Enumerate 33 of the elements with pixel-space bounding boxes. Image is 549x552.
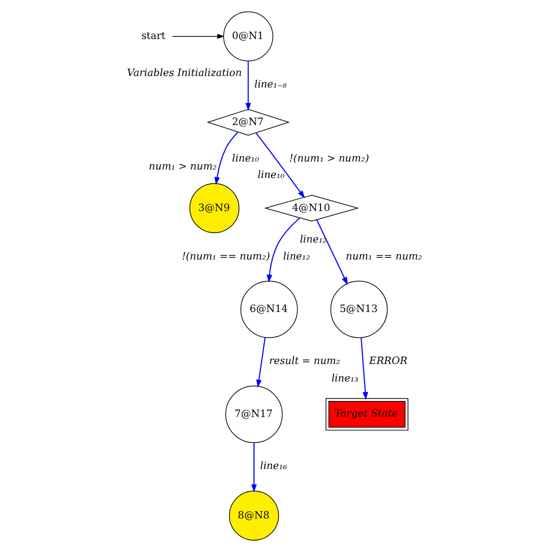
arrow	[214, 132, 238, 186]
edge-label: line₁₀	[232, 154, 259, 165]
arrow	[316, 219, 348, 286]
arrow	[172, 34, 224, 39]
node-diamond: 2@N7	[206, 108, 290, 136]
edge-label: line₁₆	[260, 461, 288, 472]
edge-label: line₁₋₈	[254, 79, 287, 90]
arrow	[256, 338, 266, 388]
edge-label: !(num₁ > num₂)	[289, 154, 370, 165]
node-circle: 6@N14	[240, 280, 298, 338]
edge-label: num₁ > num₂	[148, 162, 217, 173]
edge-label: line₁₂	[283, 251, 310, 262]
node-circle: 0@N1	[223, 11, 274, 62]
arrow	[251, 442, 257, 492]
arrow	[256, 132, 305, 198]
edge-label: ERROR	[369, 356, 408, 368]
edge-label: result = num₂	[269, 356, 340, 368]
arrow	[266, 217, 300, 283]
arrow	[245, 61, 252, 111]
node-circle: 7@N17	[225, 386, 283, 443]
edge-label: line₁₀	[258, 170, 285, 182]
edge-label: Variables Initialization	[126, 68, 242, 80]
node-box: Target State	[326, 398, 408, 431]
node-circle: 8@N8	[229, 490, 279, 541]
arrow	[360, 338, 368, 400]
edge-label: num₁ == num₂	[346, 251, 422, 262]
node-circle: 3@N9	[189, 183, 240, 234]
node-diamond: 4@N10	[264, 194, 360, 222]
edge-label: line₁₃	[331, 373, 358, 384]
node-text: start	[141, 31, 166, 42]
edge-label: !(num₁ == num₂)	[182, 252, 270, 263]
edge-label: line₁₂	[300, 234, 327, 246]
node-circle: 5@N13	[330, 280, 388, 338]
